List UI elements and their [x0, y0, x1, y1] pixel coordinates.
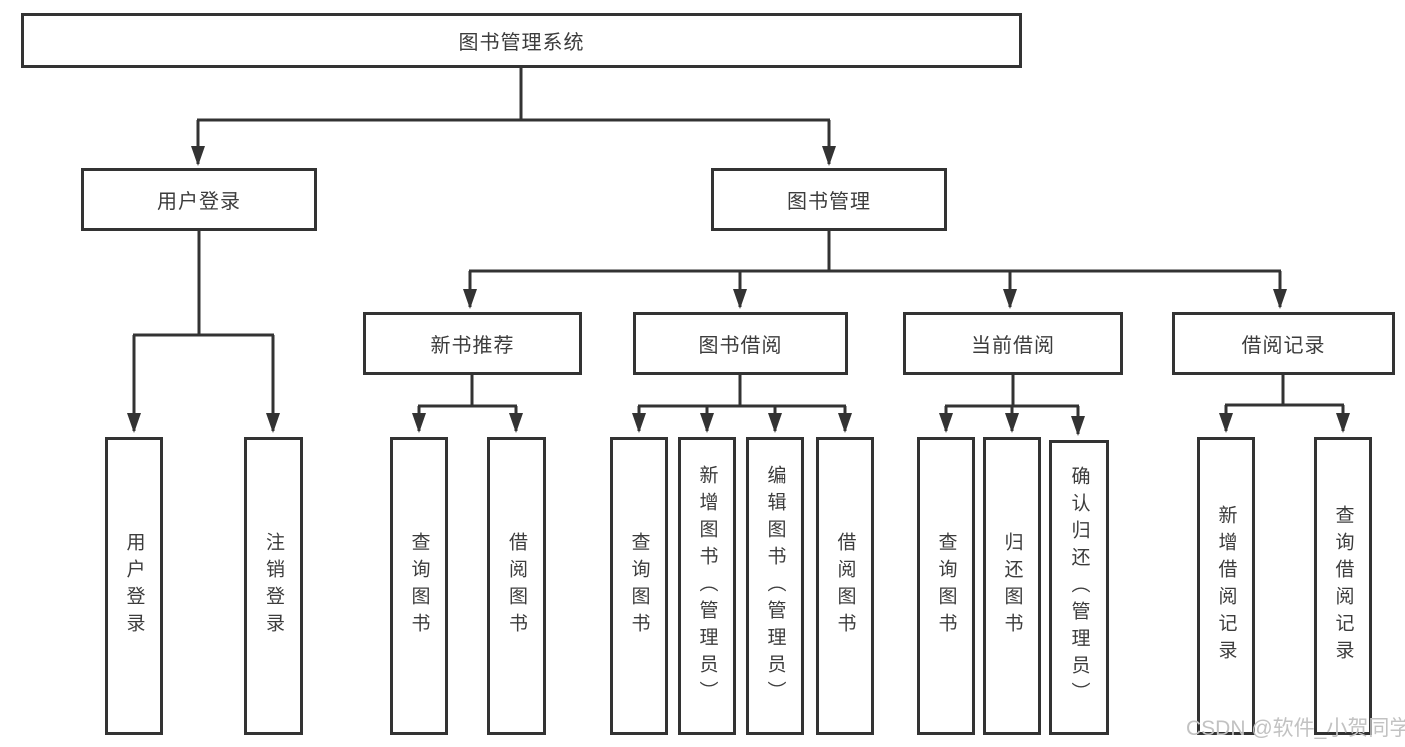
leaf-cb-return-books: 归还图书 — [983, 437, 1041, 735]
leaf-nb-borrow-books: 借阅图书 — [487, 437, 546, 735]
leaf-bb-borrow-books: 借阅图书 — [816, 437, 874, 735]
leaf-cb-confirm-return-admin: 确认归还（管理员） — [1049, 440, 1109, 735]
leaf-bb-add-books-admin-label: 新增图书（管理员） — [696, 464, 718, 708]
node-root: 图书管理系统 — [21, 13, 1022, 68]
leaf-br-query-record: 查询借阅记录 — [1314, 437, 1372, 735]
leaf-logout-label: 注销登录 — [263, 532, 284, 640]
leaf-bb-query-books: 查询图书 — [610, 437, 668, 735]
node-book-borrow: 图书借阅 — [633, 312, 848, 375]
leaf-bb-add-books-admin: 新增图书（管理员） — [678, 437, 736, 735]
leaf-bb-borrow-books-label: 借阅图书 — [834, 532, 856, 640]
leaf-user-login: 用户登录 — [105, 437, 163, 735]
leaf-user-login-label: 用户登录 — [123, 532, 145, 640]
node-new-book-recommend: 新书推荐 — [363, 312, 582, 375]
leaf-br-add-record-label: 新增借阅记录 — [1215, 505, 1237, 667]
node-current-borrow: 当前借阅 — [903, 312, 1123, 375]
leaf-bb-edit-books-admin: 编辑图书（管理员） — [746, 437, 804, 735]
csdn-watermark: CSDN @软件_小贺同学 — [1186, 717, 1405, 740]
leaf-cb-return-books-label: 归还图书 — [1001, 532, 1023, 640]
node-book-management: 图书管理 — [711, 168, 947, 231]
leaf-nb-borrow-books-label: 借阅图书 — [506, 532, 527, 640]
leaf-logout: 注销登录 — [244, 437, 303, 735]
leaf-bb-query-books-label: 查询图书 — [628, 532, 650, 640]
leaf-nb-query-books: 查询图书 — [390, 437, 448, 735]
node-borrow-records: 借阅记录 — [1172, 312, 1395, 375]
leaf-cb-query-books: 查询图书 — [917, 437, 975, 735]
leaf-bb-edit-books-admin-label: 编辑图书（管理员） — [764, 464, 786, 708]
leaf-cb-query-books-label: 查询图书 — [935, 532, 957, 640]
connector-group — [127, 68, 1350, 436]
leaf-br-add-record: 新增借阅记录 — [1197, 437, 1255, 735]
leaf-br-query-record-label: 查询借阅记录 — [1332, 505, 1354, 667]
leaf-cb-confirm-return-admin-label: 确认归还（管理员） — [1068, 466, 1090, 709]
node-user-login: 用户登录 — [81, 168, 317, 231]
leaf-nb-query-books-label: 查询图书 — [408, 532, 430, 640]
